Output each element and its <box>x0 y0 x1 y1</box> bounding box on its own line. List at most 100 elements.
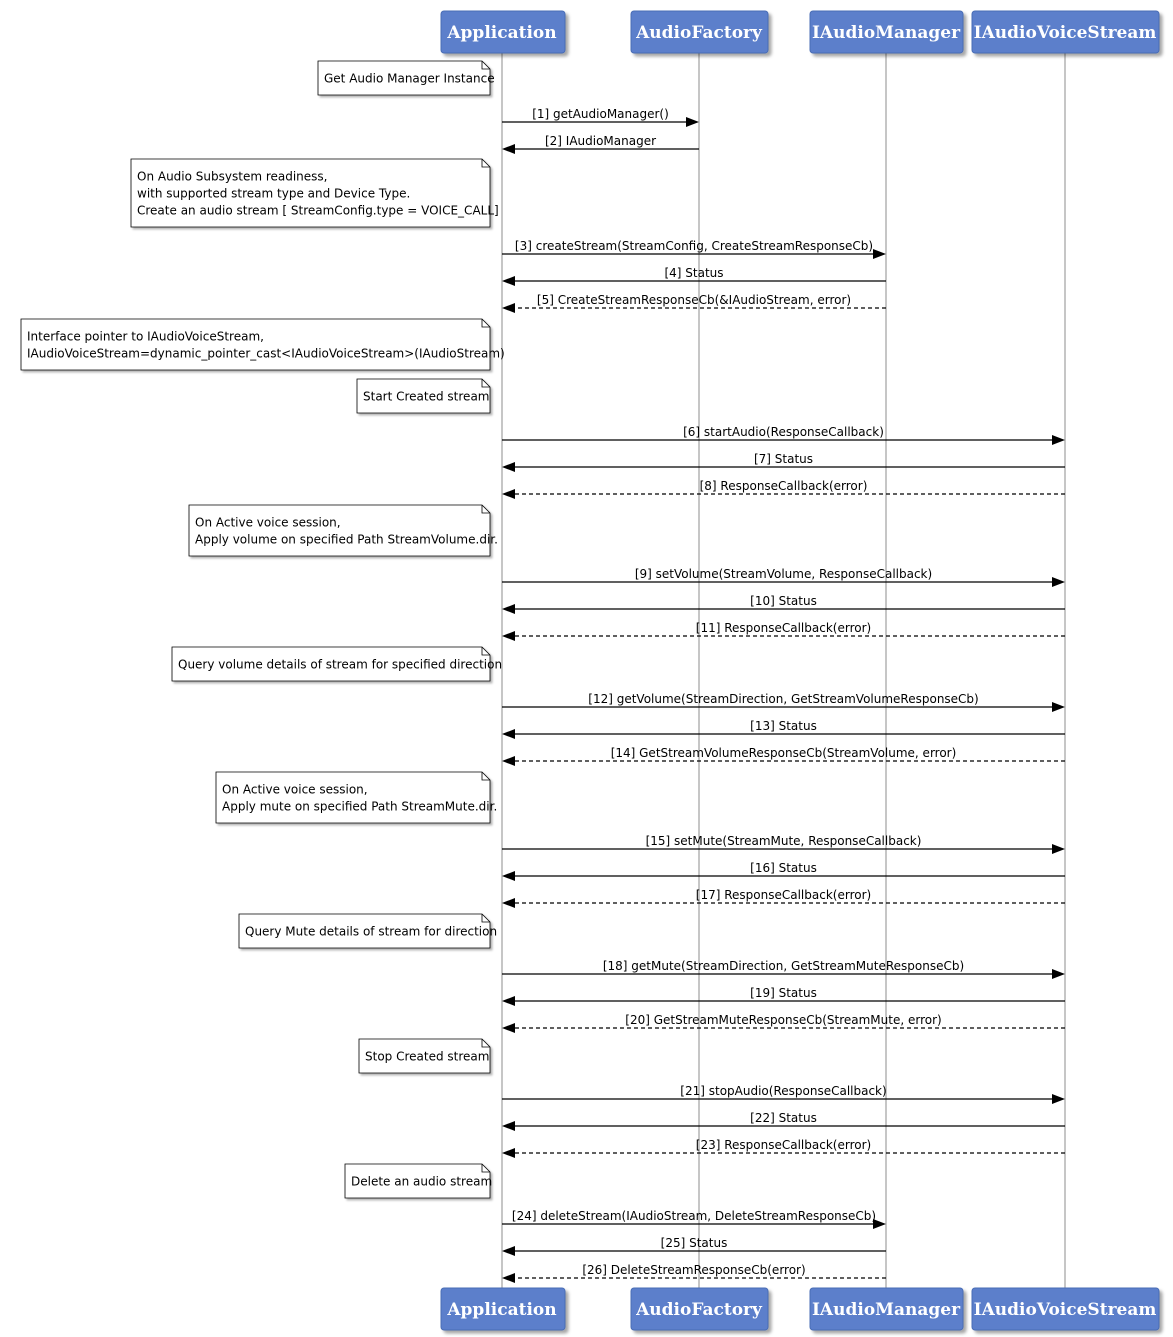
note-line: Delete an audio stream <box>351 1175 492 1189</box>
note-box <box>356 378 491 414</box>
note: Start Created stream <box>356 378 491 414</box>
message: [22] Status <box>502 1111 1065 1131</box>
arrowhead <box>502 1023 515 1033</box>
participant-bottom-voice: IAudioVoiceStream <box>971 1287 1160 1331</box>
note-fold <box>481 61 490 70</box>
message: [21] stopAudio(ResponseCallback) <box>502 1084 1065 1104</box>
participant-bottom-manager: IAudioManager <box>809 1287 964 1331</box>
note-line: Interface pointer to IAudioVoiceStream, <box>27 330 264 344</box>
note: On Active voice session, Apply volume on … <box>188 504 498 557</box>
participant-box <box>809 1287 964 1331</box>
participant-label: IAudioManager <box>812 1300 961 1320</box>
message: [6] startAudio(ResponseCallback) <box>502 425 1065 445</box>
participant-label: IAudioVoiceStream <box>974 23 1157 43</box>
arrowhead <box>686 117 699 127</box>
note-line: Query volume details of stream for speci… <box>178 658 502 672</box>
message-label: [8] ResponseCallback(error) <box>700 479 868 493</box>
arrowhead <box>502 898 515 908</box>
arrowhead <box>502 996 515 1006</box>
arrowhead <box>502 631 515 641</box>
message-label: [11] ResponseCallback(error) <box>696 621 871 635</box>
arrowhead <box>502 729 515 739</box>
message-label: [24] deleteStream(IAudioStream, DeleteSt… <box>512 1209 876 1223</box>
message-label: [19] Status <box>750 986 817 1000</box>
note-fold <box>481 772 490 781</box>
message: [11] ResponseCallback(error) <box>502 621 1065 641</box>
arrowhead <box>502 144 515 154</box>
arrowhead <box>1052 844 1065 854</box>
participant-box <box>440 1287 566 1331</box>
note-box <box>238 913 491 949</box>
note-line: Get Audio Manager Instance <box>324 72 495 86</box>
arrowhead <box>873 1219 886 1229</box>
message-label: [23] ResponseCallback(error) <box>696 1138 871 1152</box>
message-label: [5] CreateStreamResponseCb(&IAudioStream… <box>537 293 851 307</box>
arrowhead <box>1052 1094 1065 1104</box>
arrowhead <box>502 1273 515 1283</box>
note: Interface pointer to IAudioVoiceStream,I… <box>20 318 505 371</box>
participant-bottom-factory: AudioFactory <box>630 1287 769 1331</box>
arrowhead <box>502 1121 515 1131</box>
message: [1] getAudioManager() <box>502 107 699 127</box>
message-label: [13] Status <box>750 719 817 733</box>
arrowhead <box>873 249 886 259</box>
message-label: [14] GetStreamVolumeResponseCb(StreamVol… <box>611 746 957 760</box>
participant-top-manager: IAudioManager <box>809 10 964 54</box>
message: [20] GetStreamMuteResponseCb(StreamMute,… <box>502 1013 1065 1033</box>
note-line: Query Mute details of stream for directi… <box>245 925 497 939</box>
note-fold <box>481 647 490 656</box>
message: [3] createStream(StreamConfig, CreateStr… <box>502 239 886 259</box>
message: [14] GetStreamVolumeResponseCb(StreamVol… <box>502 746 1065 766</box>
arrowhead <box>1052 702 1065 712</box>
message: [26] DeleteStreamResponseCb(error) <box>502 1263 886 1283</box>
participant-label: Application <box>446 23 556 43</box>
message: [15] setMute(StreamMute, ResponseCallbac… <box>502 834 1065 854</box>
message: [10] Status <box>502 594 1065 614</box>
note-box <box>20 318 491 371</box>
participant-label: AudioFactory <box>635 23 763 43</box>
message: [24] deleteStream(IAudioStream, DeleteSt… <box>502 1209 886 1229</box>
message-label: [17] ResponseCallback(error) <box>696 888 871 902</box>
arrowhead <box>502 1246 515 1256</box>
note-fold <box>481 159 490 168</box>
note: Query volume details of stream for speci… <box>171 646 502 682</box>
message: [23] ResponseCallback(error) <box>502 1138 1065 1158</box>
arrowhead <box>502 489 515 499</box>
note-line: Apply volume on specified Path StreamVol… <box>195 533 498 547</box>
note-fold <box>481 505 490 514</box>
note: Get Audio Manager Instance <box>317 60 495 96</box>
arrowhead <box>502 1148 515 1158</box>
message: [4] Status <box>502 266 886 286</box>
message-label: [6] startAudio(ResponseCallback) <box>683 425 884 439</box>
arrowhead <box>502 462 515 472</box>
note: Stop Created stream <box>358 1038 491 1074</box>
message: [9] setVolume(StreamVolume, ResponseCall… <box>502 567 1065 587</box>
message: [7] Status <box>502 452 1065 472</box>
arrowhead <box>1052 969 1065 979</box>
note-line: On Active voice session, <box>195 516 341 530</box>
message-label: [3] createStream(StreamConfig, CreateStr… <box>515 239 873 253</box>
participant-label: IAudioManager <box>812 23 961 43</box>
note-line: Stop Created stream <box>365 1050 489 1064</box>
participant-label: AudioFactory <box>635 1300 763 1320</box>
note-fold <box>481 1039 490 1048</box>
participant-top-voice: IAudioVoiceStream <box>971 10 1160 54</box>
participant-box <box>809 10 964 54</box>
participant-label: Application <box>446 1300 556 1320</box>
message: [5] CreateStreamResponseCb(&IAudioStream… <box>502 293 886 313</box>
arrowhead <box>502 276 515 286</box>
note-line: Apply mute on specified Path StreamMute.… <box>222 800 497 814</box>
message-label: [1] getAudioManager() <box>532 107 669 121</box>
note-fold <box>481 1164 490 1173</box>
arrowhead <box>502 604 515 614</box>
participant-box <box>630 1287 769 1331</box>
note-line: On Active voice session, <box>222 783 368 797</box>
message: [8] ResponseCallback(error) <box>502 479 1065 499</box>
note-line: with supported stream type and Device Ty… <box>137 187 410 201</box>
arrowhead <box>502 871 515 881</box>
note-box <box>215 771 491 824</box>
message-label: [4] Status <box>664 266 723 280</box>
message-label: [10] Status <box>750 594 817 608</box>
